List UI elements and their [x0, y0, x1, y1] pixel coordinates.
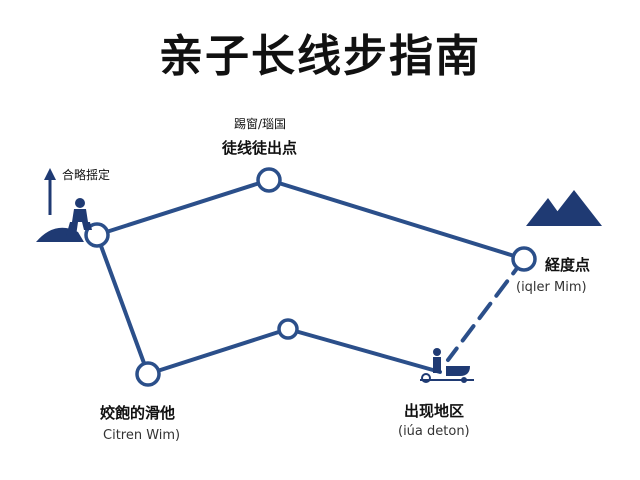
bottom-left-node-label: 姣飽的滑他: [100, 404, 176, 422]
route-dashed-right-to-bottom-right: [446, 257, 526, 362]
right-node-label: 経度点: [545, 256, 591, 274]
node-mid: [277, 318, 299, 340]
route-start-to-top: [95, 178, 271, 237]
route-bottom-left-to-mid: [146, 327, 290, 376]
start-caption: 合略揺定: [62, 168, 111, 182]
arrow-up-icon: [44, 168, 56, 215]
hiker-icon: [66, 198, 92, 236]
route-top-to-right: [267, 178, 526, 261]
page-title: 亲子长线步指南: [159, 31, 481, 82]
top-node-label: 徒线徒出点: [222, 139, 298, 157]
node-bottom-left: [135, 361, 161, 387]
node-right: [511, 246, 537, 272]
stroller-family-icon: [420, 348, 474, 383]
bottom-right-node-sublabel: (iúa deton): [398, 424, 470, 439]
route-start-to-bottom-left: [95, 233, 150, 376]
right-node-sublabel: (iqler Mim): [516, 280, 587, 295]
bottom-right-node-label: 出现地区: [404, 402, 465, 420]
bottom-left-node-sublabel: Citren Wim): [103, 428, 181, 443]
top-node-sublabel: 踢窗/瑙国: [234, 117, 287, 131]
route-mid-to-bottom-right: [286, 327, 442, 374]
node-top: [256, 167, 282, 193]
mountain-icon: [526, 190, 602, 226]
